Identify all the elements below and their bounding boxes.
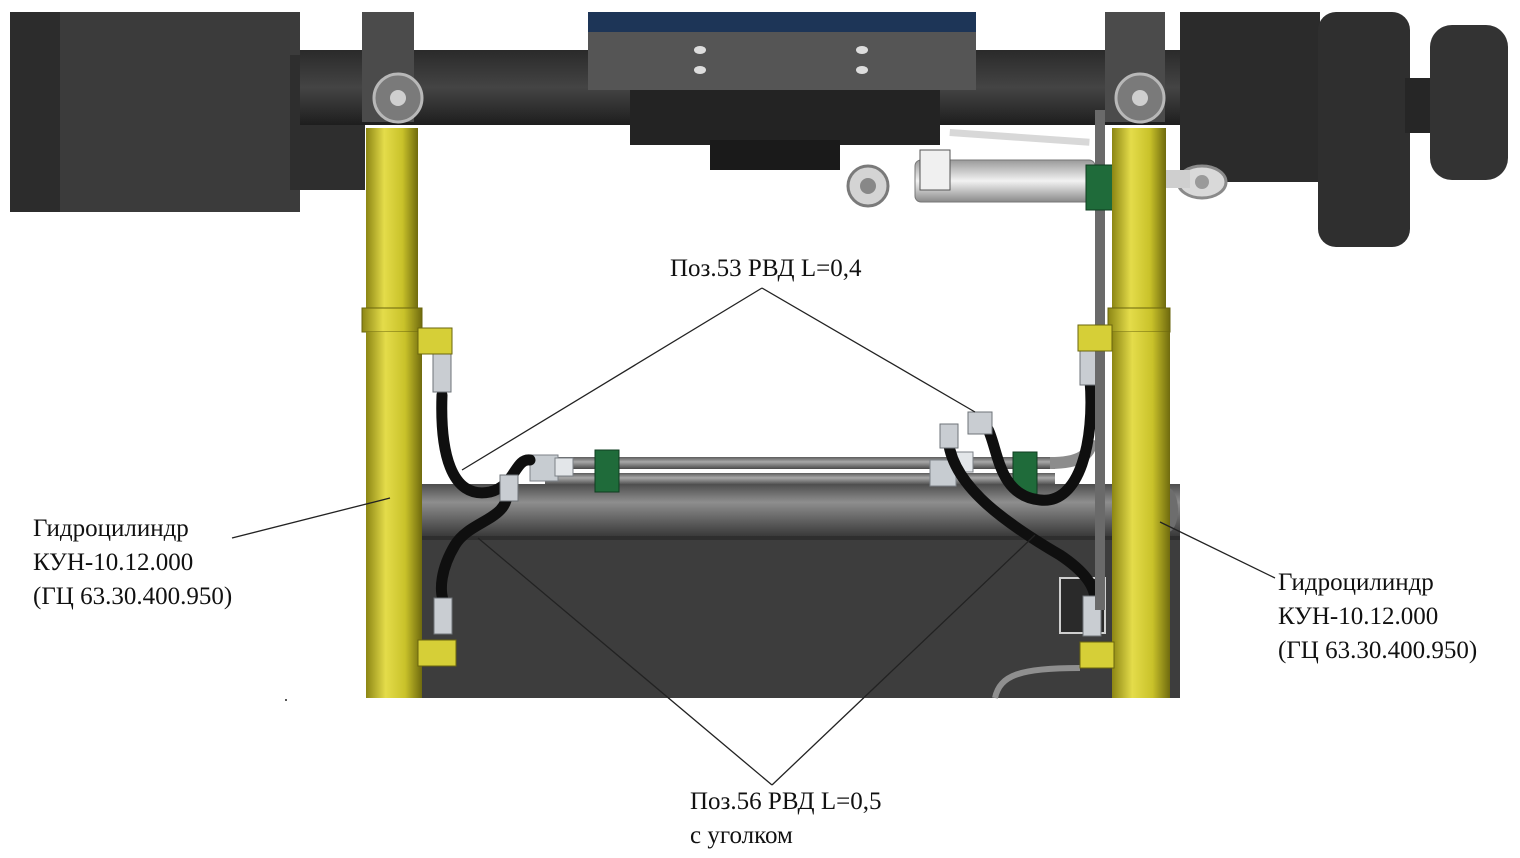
steering-clamp (919, 149, 951, 191)
right-cylinder-clamp (1085, 164, 1115, 211)
hydraulic-tubes (529, 438, 1098, 495)
tube-fitting (554, 457, 574, 477)
gearbox-lower (630, 90, 940, 145)
right-cylinder-collar (1107, 307, 1171, 333)
link-rod (949, 129, 1090, 146)
tube-clamp-left (594, 449, 620, 493)
hose-left-upper (436, 389, 536, 499)
right-cylinder-barrel (1112, 332, 1170, 698)
left-cylinder-port (417, 639, 457, 667)
gearbox-hole (856, 66, 868, 74)
right-cylinder-rod (1112, 128, 1166, 313)
left-cylinder-port (417, 327, 453, 355)
hose-fitting (499, 474, 519, 502)
hose-fitting (433, 597, 453, 635)
callout-hose-56-line2: с уголком (690, 822, 793, 849)
left-hydraulic-cylinder (361, 12, 457, 698)
right-vertical-rod (1095, 110, 1105, 610)
leader-hose-53-right (761, 287, 976, 413)
leader-dot (285, 699, 287, 701)
hydraulic-tube-lower (545, 473, 1055, 485)
gearbox-blue-band (588, 12, 976, 32)
callout-cylinder-right-line1: Гидроцилиндр (1278, 569, 1434, 596)
callout-cylinder-left: Гидроцилиндр КУН-10.12.000 (ГЦ 63.30.400… (33, 512, 232, 614)
hose-right-upper (974, 374, 1097, 506)
hose-fitting (432, 351, 452, 393)
callout-cylinder-right: Гидроцилиндр КУН-10.12.000 (ГЦ 63.30.400… (1278, 566, 1477, 668)
left-wheel-shade (10, 12, 60, 212)
gearbox-hole (856, 46, 868, 54)
cross-tube (420, 484, 1180, 536)
left-wheel-block (10, 12, 300, 212)
right-wheel-cap (1430, 25, 1508, 180)
callout-cylinder-left-line1: Гидроцилиндр (33, 515, 189, 542)
right-hub (1180, 12, 1320, 182)
leader-hose-56-left (477, 537, 773, 786)
callout-hose-53-text: Поз.53 РВД L=0,4 (670, 255, 862, 282)
callout-hose-56-line1: Поз.56 РВД L=0,5 (690, 788, 882, 815)
right-cylinder-port (1079, 641, 1115, 669)
gearbox-bottom (710, 140, 840, 170)
gearbox-hole (694, 66, 706, 74)
left-cylinder-barrel (366, 332, 422, 698)
leader-hose-53-left (461, 287, 763, 471)
callout-cylinder-left-line2: КУН-10.12.000 (33, 549, 194, 576)
right-wheel (1318, 12, 1410, 247)
leader-hose-56-right (771, 534, 1036, 786)
frame-pipe (992, 665, 1081, 699)
lower-frame (368, 484, 1180, 699)
right-hydraulic-cylinder (1077, 12, 1171, 698)
callout-cylinder-left-line3: (ГЦ 63.30.400.950) (33, 583, 233, 610)
hose-right-lower (942, 424, 1101, 606)
callout-hose-56: Поз.56 РВД L=0,5 с уголком (690, 785, 881, 853)
leader-lines (231, 287, 1276, 786)
callout-cylinder-right-line3: (ГЦ 63.30.400.950) (1278, 637, 1478, 664)
callout-cylinder-right-line2: КУН-10.12.000 (1278, 603, 1439, 630)
leader-cylinder-left (231, 497, 391, 539)
steering-eye-left-hole (860, 178, 876, 194)
hose-fitting (967, 411, 993, 435)
right-cylinder-pin (1132, 90, 1148, 106)
leader-cylinder-right (1159, 521, 1276, 579)
upper-machine-body (10, 12, 1508, 247)
left-cylinder-rod (366, 128, 418, 313)
steering-eye-right-hole (1195, 175, 1209, 189)
gearbox-hole (694, 46, 706, 54)
hydraulic-tube-upper (545, 457, 1055, 469)
right-cylinder-port (1077, 324, 1113, 352)
left-cylinder-pin (390, 90, 406, 106)
callout-hose-53: Поз.53 РВД L=0,4 (670, 252, 861, 286)
hose-fitting (939, 423, 959, 449)
hoses (436, 374, 1101, 606)
hose-left-lower (436, 484, 513, 606)
left-cylinder-collar (361, 307, 423, 333)
